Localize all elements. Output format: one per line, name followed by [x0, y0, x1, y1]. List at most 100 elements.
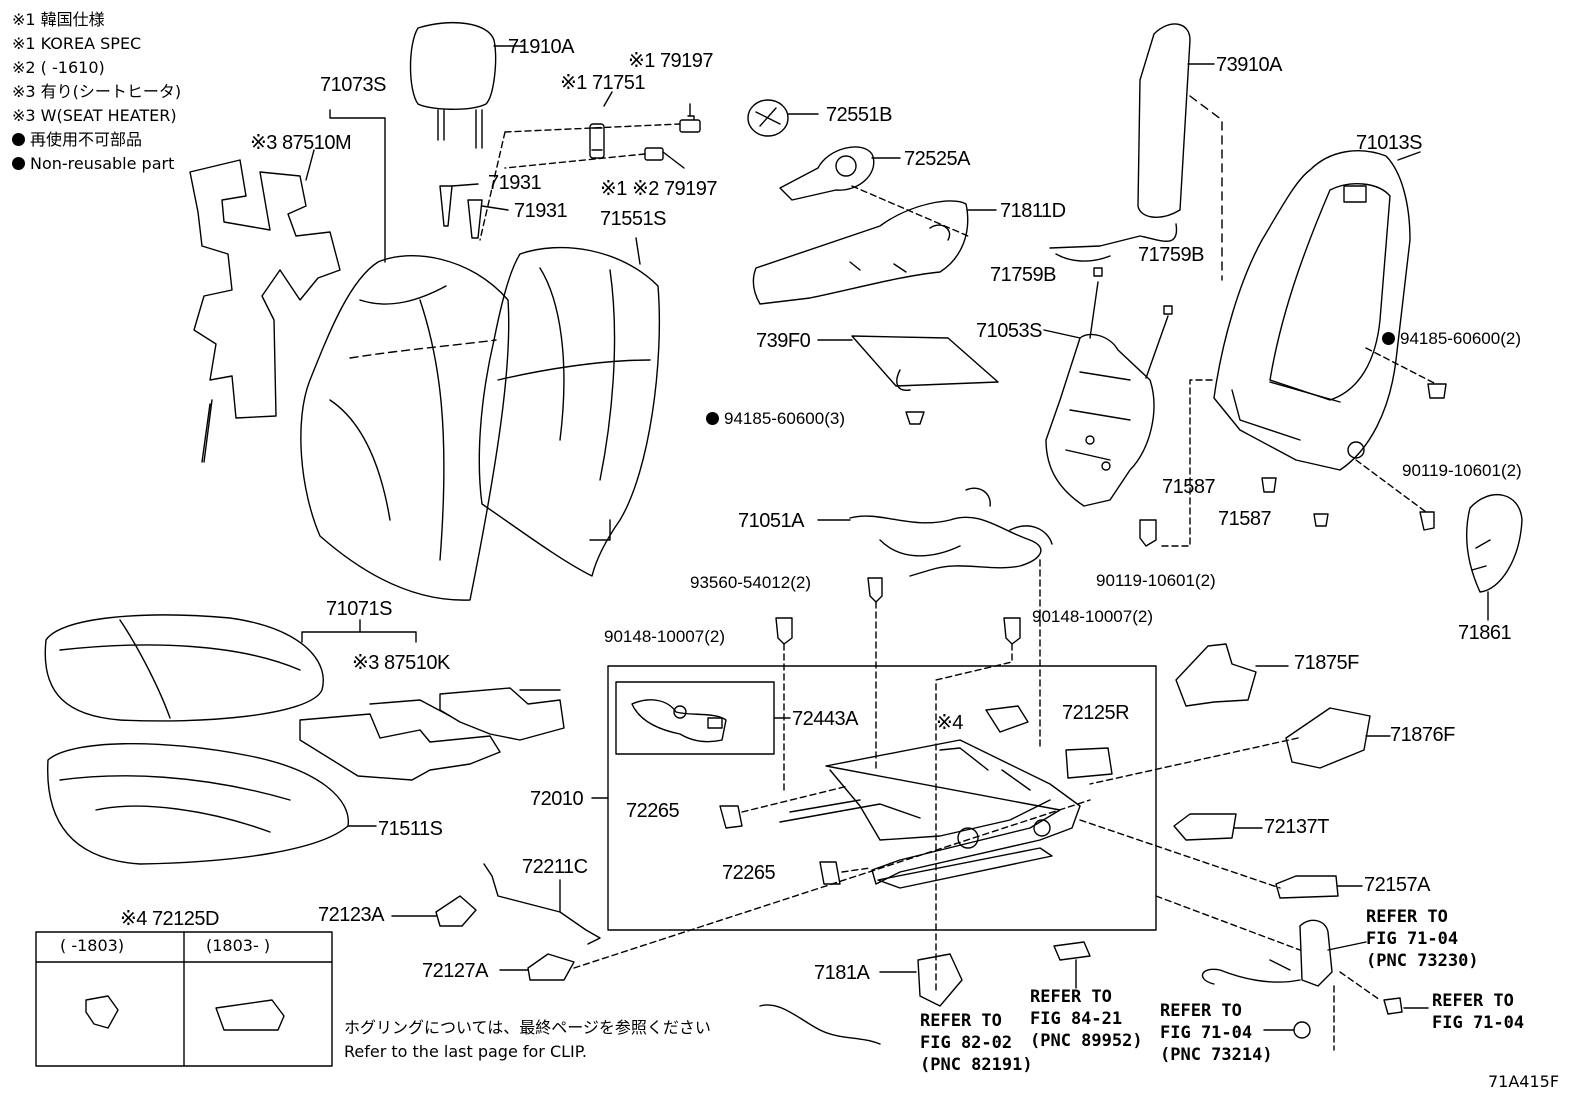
nonreusable-en-text: Non-reusable part: [30, 154, 175, 173]
part-label-90119-mid[interactable]: 90119-10601(2): [1096, 571, 1216, 590]
part-label-72265[interactable]: 72265: [722, 862, 776, 884]
heater-87510m-drawing: [189, 149, 341, 463]
refer-line: REFER TO: [920, 1011, 1002, 1031]
part-label-71587[interactable]: 71587: [1218, 508, 1272, 530]
bolt-79197-drawing: [644, 103, 701, 169]
part-label-71875f[interactable]: 71875F: [1294, 652, 1359, 674]
refer-line: REFER TO: [1160, 1001, 1242, 1021]
bolt-73230-drawing: [1383, 997, 1403, 1015]
part-label-87510m[interactable]: ※3 87510M: [250, 132, 352, 154]
part-label-71073s[interactable]: 71073S: [320, 74, 386, 96]
note-heater-en: ※3 W(SEAT HEATER): [12, 106, 177, 125]
part-label-72127a[interactable]: 72127A: [422, 960, 488, 982]
part-label-7181a[interactable]: 7181A: [814, 962, 870, 984]
heater-87510k-drawing: [299, 687, 565, 781]
clip-72265b-drawing: [819, 861, 841, 885]
shield-71811d-drawing: [752, 200, 997, 305]
refer-block-fig7104[interactable]: REFER TO FIG 71-04: [1432, 990, 1524, 1034]
refer-block-73214[interactable]: REFER TO FIG 71-04 (PNC 73214): [1160, 1000, 1273, 1066]
part-label-73910a[interactable]: 73910A: [1216, 54, 1282, 76]
part-label-72443a[interactable]: 72443A: [792, 708, 858, 730]
part-label-72137t[interactable]: 72137T: [1264, 816, 1329, 838]
part-label-90148-right[interactable]: 90148-10007(2): [1032, 607, 1153, 626]
part-label-90148-left[interactable]: 90148-10007(2): [604, 627, 725, 646]
part-label-94185-2[interactable]: 94185-60600(2): [1382, 328, 1521, 350]
part-label-87510k[interactable]: ※3 87510K: [352, 652, 450, 674]
bracket-72125r-drawing: [1065, 747, 1113, 779]
refer-line: (PNC 89952): [1030, 1031, 1143, 1051]
clip-71751-drawing: [589, 91, 613, 159]
part-label-71811d[interactable]: 71811D: [1000, 200, 1066, 222]
part-label-71051a[interactable]: 71051A: [738, 510, 804, 532]
part-label-72211c[interactable]: 72211C: [522, 856, 588, 878]
refer-line: (PNC 82191): [920, 1055, 1033, 1075]
cover-72123a-drawing: [435, 895, 477, 927]
part-label-72010[interactable]: 72010: [530, 788, 584, 810]
part-label-94185-3[interactable]: 94185-60600(3): [706, 408, 845, 430]
part-label-71759b[interactable]: 71759B: [1138, 244, 1204, 266]
part-label-71071s[interactable]: 71071S: [326, 598, 392, 620]
part-label-71931[interactable]: 71931: [514, 200, 568, 222]
part-label-71053s[interactable]: 71053S: [976, 320, 1042, 342]
motor-7181a-drawing: [917, 953, 963, 1007]
figure-code: 71A415F: [1488, 1072, 1560, 1091]
motor-72443a-drawing: [631, 699, 727, 743]
part-label-71013s[interactable]: 71013S: [1356, 132, 1422, 154]
nut-94185b-drawing: [1427, 383, 1447, 399]
refer-block-89952[interactable]: REFER TO FIG 84-21 (PNC 89952): [1030, 986, 1143, 1052]
part-label-93560[interactable]: 93560-54012(2): [690, 573, 811, 592]
note-korea-en: ※1 KOREA SPEC: [12, 34, 142, 53]
part-label-90119-right[interactable]: 90119-10601(2): [1402, 461, 1522, 480]
refer-line: REFER TO: [1366, 907, 1448, 927]
recliner-71053s-drawing: [1043, 267, 1173, 507]
bolt-90119-drawing: [1139, 519, 1157, 547]
part-label-94185-2-text: 94185-60600(2): [1400, 329, 1521, 348]
cover-72127a-drawing: [527, 953, 575, 981]
part-label-71511s[interactable]: 71511S: [378, 818, 443, 840]
nut-94185-drawing: [905, 411, 925, 425]
cover-71861-drawing: [1466, 493, 1523, 621]
part-label-739f0[interactable]: 739F0: [756, 330, 811, 352]
part-label-72551b[interactable]: 72551B: [826, 104, 892, 126]
seatbelt-buckle-drawing: [1202, 919, 1367, 1039]
part-label-72125d[interactable]: ※4 72125D: [120, 908, 220, 930]
connector-89952-drawing: [1053, 941, 1091, 961]
part-label-72157a[interactable]: 72157A: [1364, 874, 1430, 896]
part-label-71931[interactable]: 71931: [488, 172, 542, 194]
bolt-90148b-drawing: [1003, 617, 1021, 645]
part-label-71861[interactable]: 71861: [1458, 622, 1512, 644]
part-label-71587[interactable]: 71587: [1162, 476, 1216, 498]
note-nonreusable-jp: 再使用不可部品: [12, 128, 142, 152]
part-label-94185-3-text: 94185-60600(3): [724, 409, 845, 428]
refer-block-82191[interactable]: REFER TO FIG 82-02 (PNC 82191): [920, 1010, 1033, 1076]
harness-71051a-drawing: [817, 487, 1053, 751]
cushion-cover-drawing: [44, 614, 417, 722]
cover-72157a-drawing: [1275, 875, 1339, 899]
part-label-71910a[interactable]: 71910A: [508, 36, 574, 58]
part-label-72265[interactable]: 72265: [626, 800, 680, 822]
nonreusable-dot-icon: [12, 133, 25, 146]
part-label-71551s[interactable]: 71551S: [600, 208, 666, 230]
part-label-79197[interactable]: ※1 79197: [628, 50, 714, 72]
seatback-pad-drawing: [478, 237, 661, 577]
part-label-72123a[interactable]: 72123A: [318, 904, 384, 926]
refer-line: FIG 71-04: [1160, 1023, 1253, 1043]
part-label-71876f[interactable]: 71876F: [1390, 724, 1455, 746]
part-label-72525a[interactable]: 72525A: [904, 148, 970, 170]
part-label-71759b[interactable]: 71759B: [990, 264, 1056, 286]
nonreusable-dot-icon: [1382, 332, 1395, 345]
refer-block-73230[interactable]: REFER TO FIG 71-04 (PNC 73230): [1366, 906, 1479, 972]
note-nonreusable-en: Non-reusable part: [12, 152, 174, 176]
nonreusable-dot-icon: [706, 412, 719, 425]
inset-72443a-box: [615, 681, 775, 755]
refer-line: FIG 84-21: [1030, 1009, 1123, 1029]
part-label-79197[interactable]: ※1 ※2 79197: [600, 178, 718, 200]
refer-line: (PNC 73214): [1160, 1045, 1273, 1065]
part-label-71751[interactable]: ※1 71751: [560, 72, 646, 94]
table-72125d-drawing: [35, 931, 333, 1067]
note-heater-jp: ※3 有り(シートヒータ): [12, 82, 182, 101]
part-label-72125r[interactable]: 72125R: [1062, 702, 1130, 724]
bracket-72125d-drawing: [985, 705, 1029, 733]
